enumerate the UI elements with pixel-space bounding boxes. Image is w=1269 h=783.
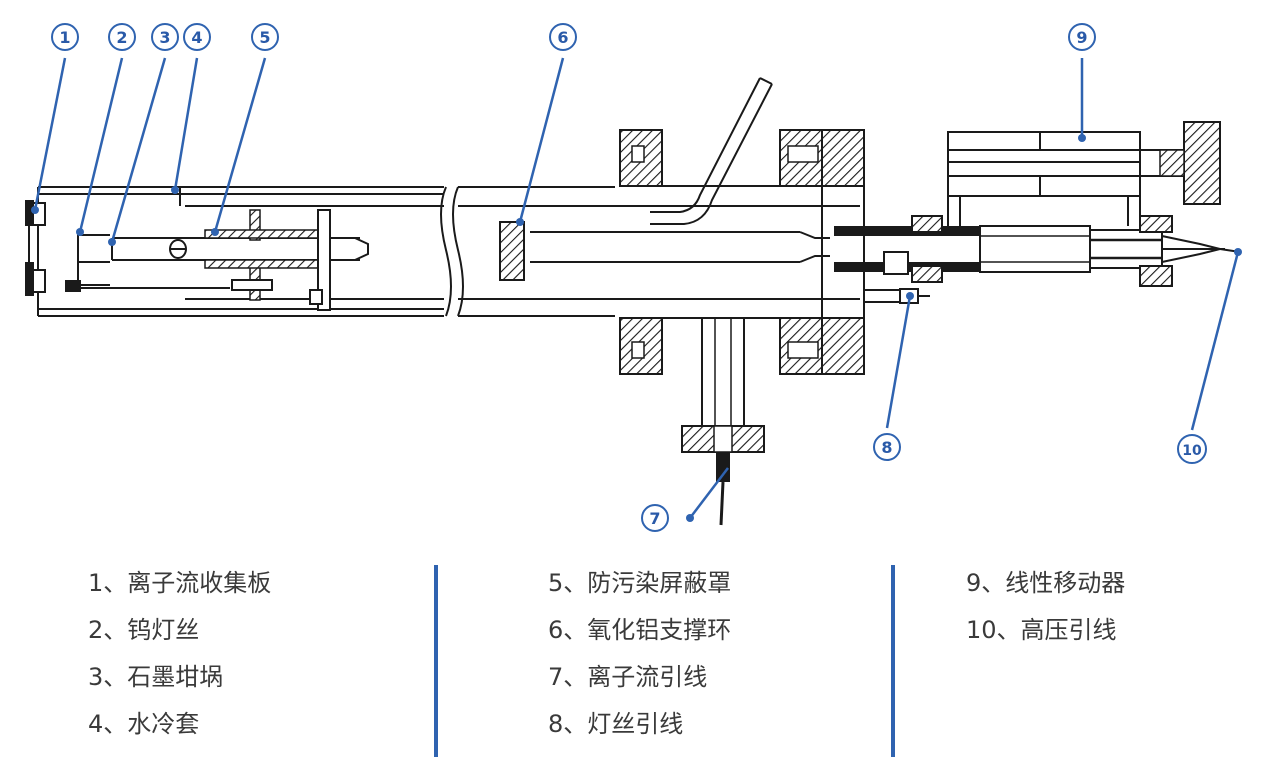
callout-7: 7	[641, 504, 669, 532]
callout-5: 5	[251, 23, 279, 51]
callout-6-label: 6	[557, 28, 568, 47]
collector-plate	[25, 200, 46, 296]
legend-column-1: 1、离子流收集板 2、钨灯丝 3、石墨坩埚 4、水冷套	[88, 560, 271, 748]
alumina-support-ring	[499, 221, 525, 281]
ion-current-port	[681, 318, 765, 526]
tungsten-filament	[65, 234, 110, 292]
callout-dots	[31, 134, 1242, 522]
callout-badges: 1 2 3 4 5 6 7	[51, 23, 1207, 532]
callout-8-label: 8	[881, 438, 892, 457]
legend-item: 6、氧化铝支撑环	[548, 616, 732, 644]
callout-1-label: 1	[59, 28, 70, 47]
evaporator-cross-section-diagram: 1 2 3 4 5 6 7	[25, 23, 1242, 532]
legend-divider-1	[434, 565, 438, 757]
callout-10-label: 10	[1182, 443, 1202, 459]
bent-tube	[650, 77, 773, 225]
linear-actuator	[947, 131, 1190, 226]
callout-2-label: 2	[116, 28, 127, 47]
legend-column-3: 9、线性移动器 10、高压引线	[966, 560, 1125, 654]
callout-3: 3	[151, 23, 179, 51]
callout-9-label: 9	[1076, 28, 1087, 47]
legend-item: 9、线性移动器	[966, 569, 1126, 597]
legend-item: 3、石墨坩埚	[88, 663, 224, 691]
feedthrough-flanges	[883, 215, 1173, 287]
callout-5-label: 5	[259, 28, 270, 47]
flange-right	[779, 129, 865, 375]
legend-item: 4、水冷套	[88, 710, 200, 738]
legend-item: 2、钨灯丝	[88, 616, 200, 644]
legend-item: 8、灯丝引线	[548, 710, 684, 738]
anti-contamination-shield	[204, 209, 331, 311]
actuator-knob	[1183, 121, 1221, 205]
callout-10: 10	[1177, 434, 1207, 464]
legend-column-2: 5、防污染屏蔽罩 6、氧化铝支撑环 7、离子流引线 8、灯丝引线	[548, 560, 731, 748]
water-cooled-jacket	[37, 186, 444, 317]
filament-lead	[864, 288, 930, 304]
callout-4: 4	[183, 23, 211, 51]
legend-item: 5、防污染屏蔽罩	[548, 569, 732, 597]
legend-item: 7、离子流引线	[548, 663, 708, 691]
callout-4-label: 4	[191, 28, 202, 47]
legend-item: 10、高压引线	[966, 616, 1117, 644]
callout-7-label: 7	[649, 509, 660, 528]
callout-3-label: 3	[159, 28, 170, 47]
callout-6: 6	[549, 23, 577, 51]
callout-9: 9	[1068, 23, 1096, 51]
flange-left	[619, 129, 780, 375]
actuator-nut	[1159, 149, 1185, 177]
legend-item: 1、离子流收集板	[88, 569, 272, 597]
legend-divider-2	[891, 565, 895, 757]
callout-8: 8	[873, 433, 901, 461]
callout-leaders	[33, 57, 1240, 519]
callout-2: 2	[108, 23, 136, 51]
middle-tube	[458, 186, 860, 317]
callout-1: 1	[51, 23, 79, 51]
